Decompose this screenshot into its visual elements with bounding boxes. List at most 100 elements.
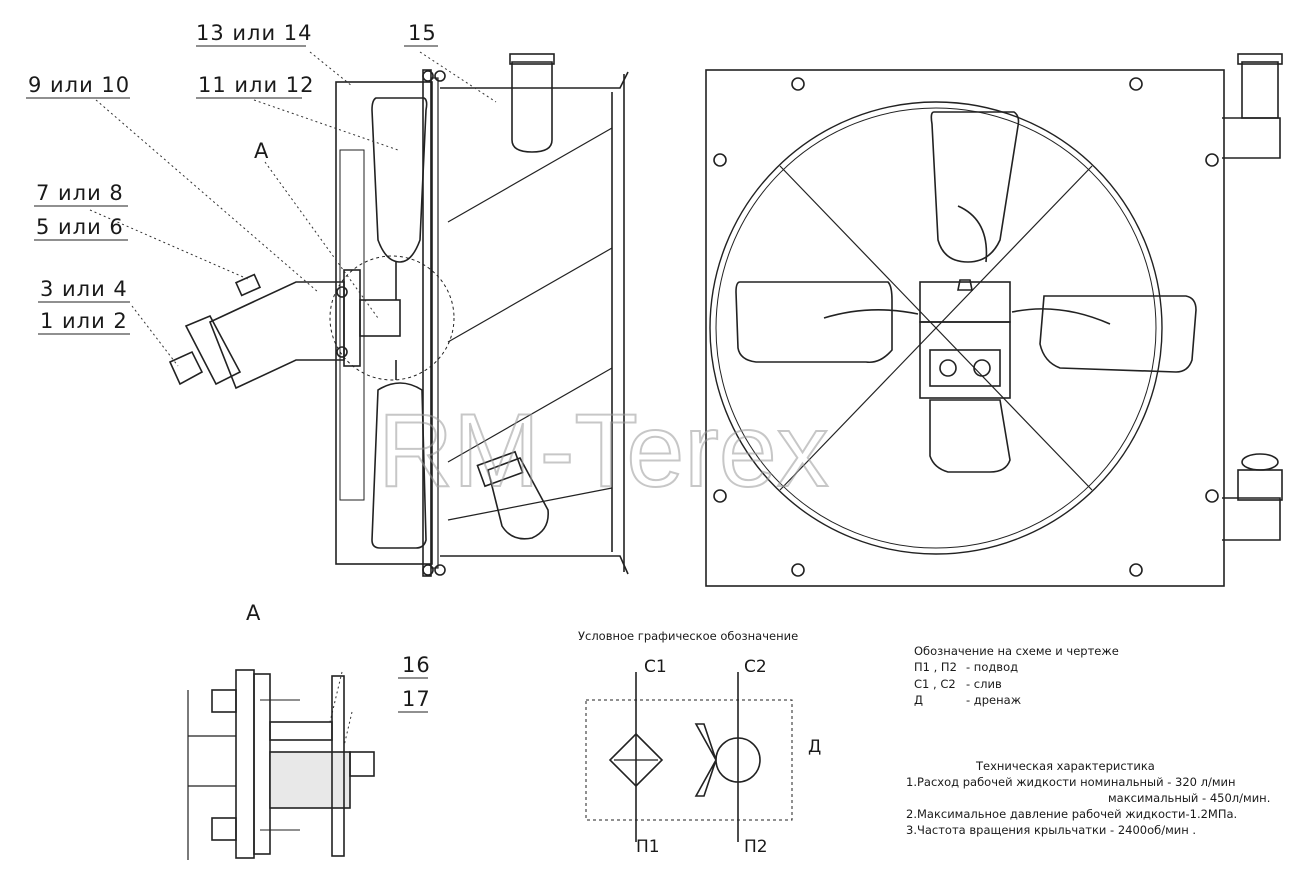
frame-bolt-2 (1129, 77, 1143, 91)
legend-code-2: С1 , С2 (914, 677, 956, 691)
radiator-housing (335, 81, 433, 565)
legend-meaning-3: - дренаж (966, 693, 1021, 707)
port-d: Д (808, 737, 821, 757)
radiator-frame (705, 69, 1225, 587)
inlet-pipe-side (511, 61, 553, 153)
hub-grease-nipple (957, 279, 973, 291)
flange-bolt-top-2 (434, 70, 446, 82)
flange-bolt-bottom-2 (434, 564, 446, 576)
mount-bolt-2 (336, 346, 348, 358)
outlet-fitting (476, 450, 524, 488)
callout-17: 17 (402, 687, 431, 711)
shroud-strut-3 (447, 367, 613, 463)
spec-line-1: 1.Расход рабочей жидкости номинальный - … (906, 775, 1236, 789)
shroud-strut-1 (447, 127, 613, 223)
legend-title: Обозначение на схеме и чертеже (914, 644, 1119, 658)
frame-bolt-8 (1129, 563, 1143, 577)
upper-pipe-cap (1237, 53, 1283, 65)
port-p1: П1 (636, 837, 660, 857)
lower-pipe-nut (1237, 469, 1283, 501)
fan-blade-left (735, 281, 893, 364)
side-pipe-bottom (1222, 497, 1281, 541)
detail-a-label: А (246, 601, 261, 625)
port-p2: П2 (744, 837, 768, 857)
shroud-top (440, 71, 629, 89)
shroud-bottom (440, 555, 629, 575)
front-view (705, 53, 1283, 587)
callout-a: А (254, 139, 269, 163)
leader-lines (89, 51, 497, 747)
lower-pipe-opening (1241, 453, 1279, 471)
specs-title: Техническая характеристика (975, 759, 1155, 773)
motor-end-cap (184, 314, 242, 386)
motor-body-front (919, 321, 1011, 399)
frame-bolt-1 (791, 77, 805, 91)
shroud-strut-4 (447, 487, 613, 521)
legend-meaning-2: - слив (966, 677, 1002, 691)
flange-bolt-top (422, 70, 434, 82)
motor-fitting (168, 350, 204, 386)
watermark: RM-Terex (378, 393, 829, 509)
callout-13-14: 13 или 14 (196, 21, 313, 45)
motor-coupling (359, 299, 401, 337)
fan-blade-top (930, 111, 1020, 263)
side-pipe-top (1222, 117, 1281, 159)
hydraulic-symbol (585, 672, 793, 842)
side-view (168, 53, 629, 577)
detail-a-marker (329, 255, 455, 381)
detail-bolt-head-top (211, 689, 237, 713)
hydraulic-motor (208, 281, 345, 390)
flange-inner (430, 77, 439, 569)
motor-port-plate (929, 349, 1001, 387)
frame-bolt-4 (1205, 153, 1219, 167)
callout-9-10: 9 или 10 (28, 73, 130, 97)
grease-nipple (234, 273, 262, 297)
inlet-pipe-cap (509, 53, 555, 65)
callout-15: 15 (408, 21, 437, 45)
callout-11-12: 11 или 12 (198, 73, 315, 97)
symbol-title: Условное графическое обозначение (578, 629, 798, 643)
callout-labels: 13 или 14 15 9 или 10 11 или 12 А 7 или … (26, 21, 438, 335)
flange-bolt-bottom (422, 564, 434, 576)
fan-blade-lower (371, 382, 427, 549)
spec-line-2: максимальный - 450л/мин. (1108, 791, 1270, 805)
fan-blade-right (1039, 295, 1197, 373)
fan-shroud-ring (709, 101, 1163, 555)
callout-1-2: 1 или 2 (40, 309, 128, 333)
motor-port-2 (973, 359, 991, 377)
blade-arm-top (957, 205, 988, 263)
detail-bushing-top (269, 721, 333, 741)
frame-bolt-7 (791, 563, 805, 577)
detail-bushing (269, 751, 351, 809)
blade-arm-left (823, 309, 919, 319)
shroud-strut-2 (447, 247, 613, 343)
mount-bolt-1 (336, 286, 348, 298)
motor-port-1 (939, 359, 957, 377)
outlet-pipe-side (487, 457, 549, 540)
frame-bolt-6 (1205, 489, 1219, 503)
detail-a-view (187, 669, 375, 860)
detail-shroud-wall (331, 675, 345, 857)
fan-blade-bottom (929, 399, 1011, 473)
upper-pipe-nozzle (1241, 61, 1279, 119)
spec-line-4: 3.Частота вращения крыльчатки - 2400об/м… (906, 823, 1196, 837)
fan-shroud-ring-inner (715, 107, 1157, 549)
port-c1: С1 (644, 657, 667, 677)
legend-meaning-1: - подвод (966, 660, 1018, 674)
fan-blade-upper (371, 97, 428, 263)
frame-bolt-3 (713, 153, 727, 167)
symbol-drain-boundary (585, 699, 793, 821)
port-c2: С2 (744, 657, 767, 677)
frame-bolt-5 (713, 489, 727, 503)
callout-7-8: 7 или 8 (36, 181, 124, 205)
fan-symbol (694, 723, 717, 797)
guard-bar-2 (779, 165, 1093, 491)
callout-16: 16 (402, 653, 431, 677)
detail-flange (235, 669, 255, 859)
legend-code-1: П1 , П2 (914, 660, 957, 674)
callout-3-4: 3 или 4 (40, 277, 128, 301)
detail-screw (349, 751, 375, 777)
radiator-core-strip (339, 149, 365, 501)
blade-arm-right (1011, 308, 1111, 325)
